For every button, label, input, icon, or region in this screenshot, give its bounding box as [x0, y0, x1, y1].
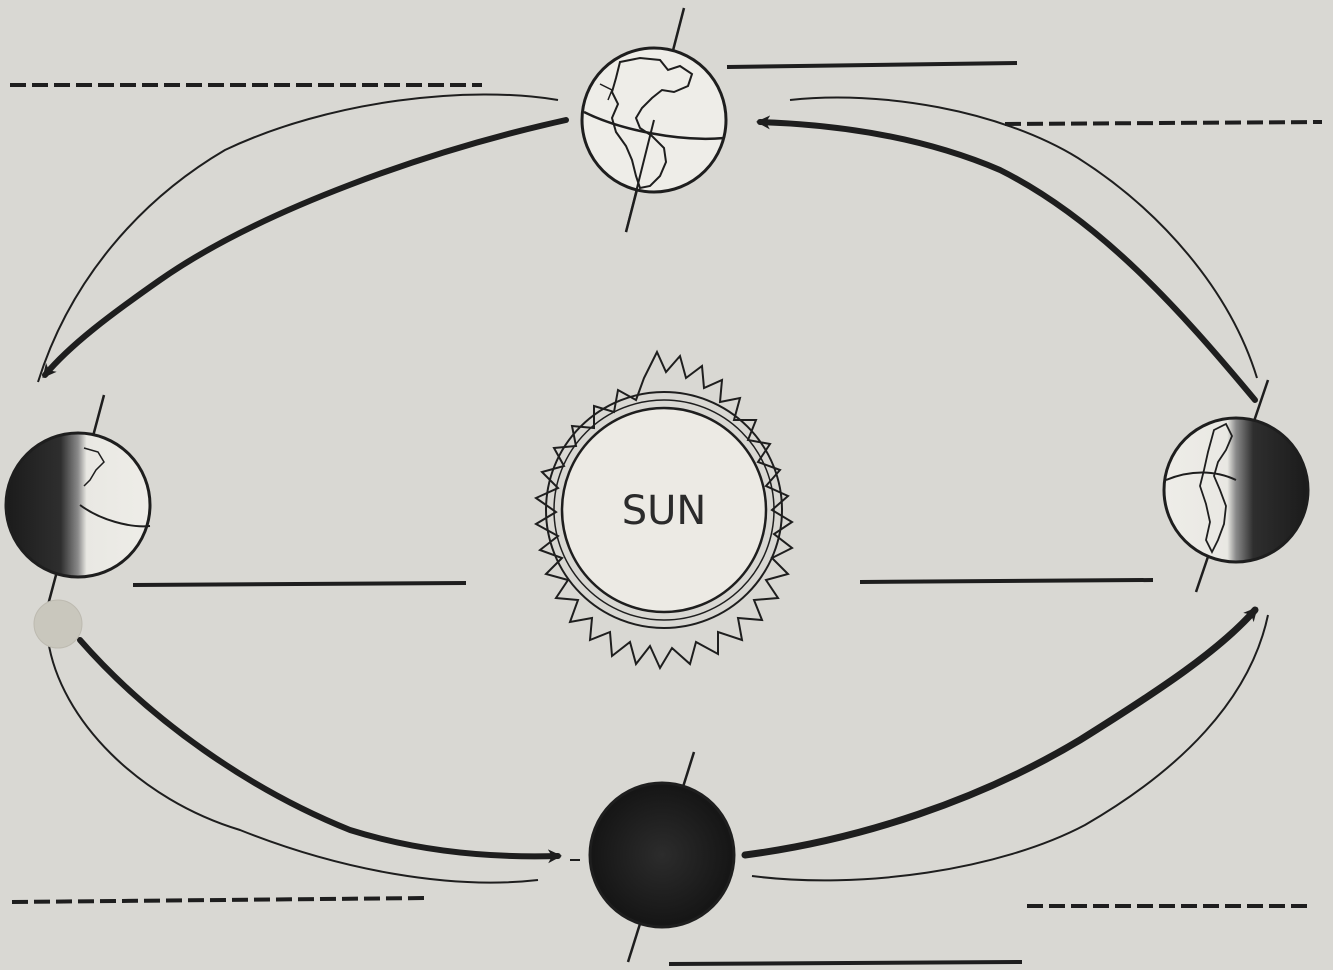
sun: SUN: [536, 352, 792, 668]
answer-line-right-top-dashed[interactable]: [1005, 122, 1322, 124]
orbit-arrow-top-right: [760, 122, 1255, 400]
moon-dot: [34, 600, 82, 648]
answer-line-top-right-solid[interactable]: [727, 63, 1017, 67]
earth-right: [1164, 380, 1308, 592]
earth-bottom: [570, 752, 734, 962]
bracket-bottom-left: [48, 640, 538, 883]
bracket-top-right: [790, 97, 1257, 378]
answer-line-left-mid-solid[interactable]: [133, 583, 466, 585]
answer-line-bottom-center-solid[interactable]: [669, 962, 1022, 964]
answer-line-bottom-left-dashed[interactable]: [12, 898, 428, 902]
earth-left: [6, 395, 150, 620]
earth-top: [582, 8, 726, 232]
answer-line-right-mid-solid[interactable]: [860, 580, 1153, 582]
orbit-arrow-bottom-left: [80, 640, 558, 856]
orbit-arrow-top-left: [45, 120, 566, 375]
bracket-top-left: [38, 94, 558, 382]
orbit-arrow-bottom-right: [745, 610, 1255, 855]
sun-label: SUN: [622, 488, 707, 534]
